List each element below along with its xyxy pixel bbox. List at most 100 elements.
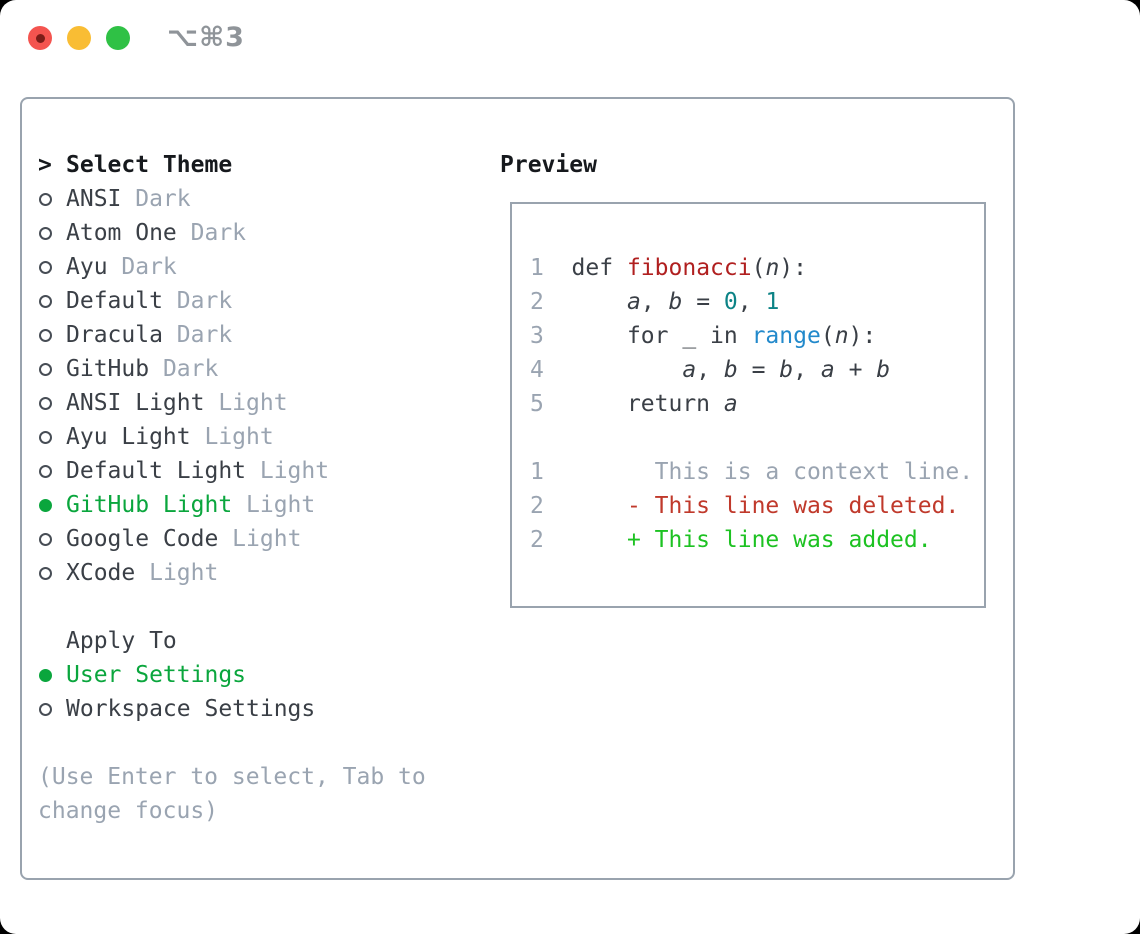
theme-variant: Dark bbox=[176, 220, 247, 246]
preview-code-line bbox=[530, 421, 984, 455]
theme-option-xcode-light[interactable]: XCode Light bbox=[38, 556, 426, 590]
code-token: 1 bbox=[765, 289, 780, 315]
theme-option-default-light-light[interactable]: Default Light Light bbox=[38, 454, 426, 488]
radio-selected-icon bbox=[38, 498, 66, 512]
code-token: = bbox=[737, 357, 780, 383]
theme-name: GitHub Light bbox=[66, 492, 233, 518]
apply-option-workspace-settings[interactable]: Workspace Settings bbox=[38, 692, 426, 726]
theme-variant: Light bbox=[232, 492, 316, 518]
code-token: def bbox=[557, 255, 627, 281]
theme-option-default-dark[interactable]: Default Dark bbox=[38, 284, 426, 318]
code-token: a bbox=[682, 357, 697, 383]
code-token: ( bbox=[820, 323, 835, 349]
line-number: 3 bbox=[530, 323, 558, 349]
theme-variant: Dark bbox=[149, 356, 219, 382]
theme-name: Dracula bbox=[66, 322, 163, 348]
preview-code-line: 3 for _ in range(n): bbox=[530, 319, 984, 353]
code-token: range bbox=[751, 323, 821, 349]
code-token: = bbox=[682, 289, 724, 315]
apply-to-header: Apply To bbox=[38, 624, 426, 658]
theme-variant: Dark bbox=[121, 186, 191, 212]
radio-icon bbox=[38, 464, 66, 478]
line-number: 2 bbox=[530, 527, 558, 553]
code-token: a bbox=[723, 391, 738, 417]
theme-variant: Dark bbox=[107, 254, 177, 280]
theme-name: Default bbox=[66, 288, 163, 314]
apply-to-title: Apply To bbox=[66, 628, 177, 654]
code-token: ): bbox=[779, 255, 807, 281]
theme-option-atom-one-dark[interactable]: Atom One Dark bbox=[38, 216, 426, 250]
radio-icon bbox=[38, 566, 66, 580]
spacer-row bbox=[38, 726, 426, 760]
theme-variant: Light bbox=[246, 458, 330, 484]
spacer-row bbox=[38, 590, 426, 624]
radio-icon bbox=[38, 430, 66, 444]
keyboard-hint: (Use Enter to select, Tab to bbox=[38, 764, 426, 790]
code-token: , bbox=[793, 357, 821, 383]
prompt-icon: > bbox=[38, 152, 66, 178]
theme-variant: Light bbox=[135, 560, 219, 586]
theme-name: XCode bbox=[66, 560, 136, 586]
theme-option-ansi-dark[interactable]: ANSI Dark bbox=[38, 182, 426, 216]
code-token: for _ in bbox=[557, 323, 752, 349]
keyboard-hint: change focus) bbox=[38, 798, 219, 824]
line-number: 1 bbox=[530, 255, 558, 281]
theme-option-dracula-dark[interactable]: Dracula Dark bbox=[38, 318, 426, 352]
theme-variant: Light bbox=[218, 526, 302, 552]
line-number: 1 bbox=[530, 459, 558, 485]
radio-selected-icon bbox=[38, 668, 66, 682]
theme-variant: Dark bbox=[162, 322, 233, 348]
theme-list-title: Select Theme bbox=[66, 152, 233, 178]
theme-option-google-code-light[interactable]: Google Code Light bbox=[38, 522, 426, 556]
preview-code-line: 2 - This line was deleted. bbox=[530, 489, 984, 523]
window-title: ⌥⌘3 bbox=[167, 22, 245, 53]
code-token bbox=[558, 289, 627, 315]
radio-icon bbox=[38, 532, 66, 546]
theme-name: ANSI Light bbox=[66, 390, 205, 416]
code-token: b bbox=[668, 289, 683, 315]
theme-variant: Light bbox=[190, 424, 274, 450]
apply-option-user-settings[interactable]: User Settings bbox=[38, 658, 426, 692]
theme-option-github-dark[interactable]: GitHub Dark bbox=[38, 352, 426, 386]
theme-name: ANSI bbox=[66, 186, 122, 212]
theme-option-github-light-light[interactable]: GitHub Light Light bbox=[38, 488, 426, 522]
radio-icon bbox=[38, 226, 66, 240]
line-number: 2 bbox=[530, 289, 558, 315]
preview-code-line: 4 a, b = b, a + b bbox=[530, 353, 984, 387]
close-dot-icon bbox=[35, 33, 45, 43]
radio-icon bbox=[38, 192, 66, 206]
code-token: This is a context line. bbox=[557, 459, 974, 485]
code-token: ): bbox=[848, 323, 877, 349]
zoom-button[interactable] bbox=[106, 26, 130, 50]
theme-name: GitHub bbox=[66, 356, 150, 382]
code-token: n bbox=[765, 255, 780, 281]
apply-option-label: Workspace Settings bbox=[66, 696, 316, 722]
preview-code-line: 2 a, b = 0, 1 bbox=[530, 285, 984, 319]
radio-icon bbox=[38, 294, 66, 308]
line-number: 2 bbox=[530, 493, 558, 519]
preview-code-line: 1 def fibonacci(n): bbox=[530, 251, 984, 285]
code-token: , bbox=[696, 357, 724, 383]
theme-option-ayu-dark[interactable]: Ayu Dark bbox=[38, 250, 426, 284]
code-token: b bbox=[876, 357, 891, 383]
preview-code-line: 2 + This line was added. bbox=[530, 523, 984, 557]
code-token: + bbox=[834, 357, 877, 383]
code-token bbox=[558, 357, 683, 383]
radio-icon bbox=[38, 702, 66, 716]
prompt-char: > bbox=[38, 152, 52, 178]
close-button[interactable] bbox=[28, 26, 52, 50]
preview-title: Preview bbox=[500, 152, 597, 178]
line-number bbox=[530, 425, 544, 451]
radio-icon bbox=[38, 260, 66, 274]
titlebar: ⌥⌘3 bbox=[0, 0, 1140, 76]
theme-name: Atom One bbox=[66, 220, 177, 246]
code-token: + This line was added. bbox=[557, 527, 932, 553]
minimize-button[interactable] bbox=[67, 26, 91, 50]
code-token: , bbox=[737, 289, 766, 315]
theme-name: Ayu Light bbox=[66, 424, 191, 450]
theme-option-ansi-light-light[interactable]: ANSI Light Light bbox=[38, 386, 426, 420]
theme-option-ayu-light-light[interactable]: Ayu Light Light bbox=[38, 420, 426, 454]
